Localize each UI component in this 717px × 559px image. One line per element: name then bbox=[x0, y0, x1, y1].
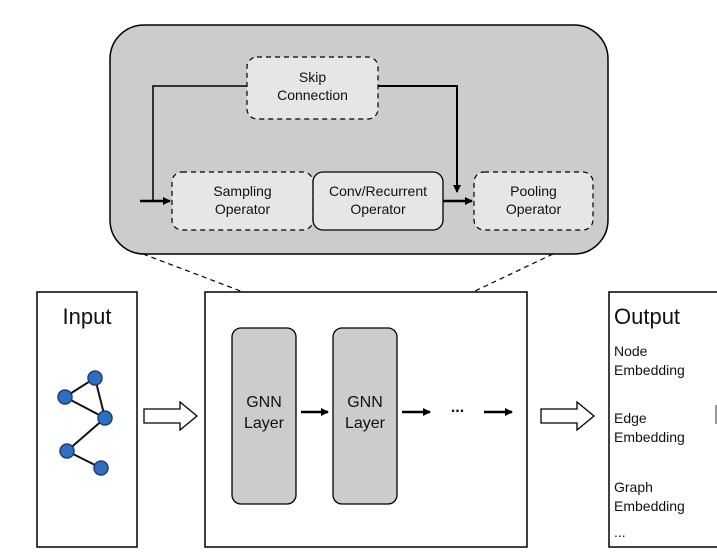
skip-left-wire bbox=[152, 85, 247, 201]
skip-connection-box bbox=[246, 56, 379, 120]
output-title: Output bbox=[614, 304, 681, 329]
gnn-layer-2-label: GNN Layer bbox=[344, 394, 386, 432]
input-graph-nodes bbox=[57, 370, 113, 476]
skip-right-wire bbox=[378, 85, 461, 193]
output-box bbox=[608, 291, 717, 548]
output-graph-embedding: Graph Embedding bbox=[614, 479, 685, 514]
pooling-operator-box bbox=[473, 171, 594, 231]
hollow-arrow-input-to-gnn bbox=[143, 400, 199, 432]
input-title: Input bbox=[62, 304, 112, 329]
output-node-embedding: Node Embedding bbox=[614, 343, 685, 378]
gnn-more-layers-ellipsis: ... bbox=[450, 399, 465, 416]
gnn-layer-2 bbox=[332, 327, 398, 505]
input-box bbox=[36, 291, 138, 548]
gnn-layer-1-label: GNN Layer bbox=[243, 394, 285, 432]
gnn-layer-1 bbox=[231, 327, 297, 505]
pooling-operator-label: Pooling Operator bbox=[505, 183, 562, 218]
hollow-arrow-gnn-to-output bbox=[540, 400, 596, 432]
sampling-operator-label: Sampling Operator bbox=[213, 183, 272, 218]
zoom-line-right bbox=[396, 253, 554, 329]
skip-connection-label: Skip Connection bbox=[277, 69, 348, 104]
output-more-ellipsis: ... bbox=[614, 524, 626, 540]
conv-recurrent-operator-label: Conv/Recurrent Operator bbox=[328, 183, 428, 218]
output-edge-embedding: Edge Embedding bbox=[614, 410, 685, 445]
